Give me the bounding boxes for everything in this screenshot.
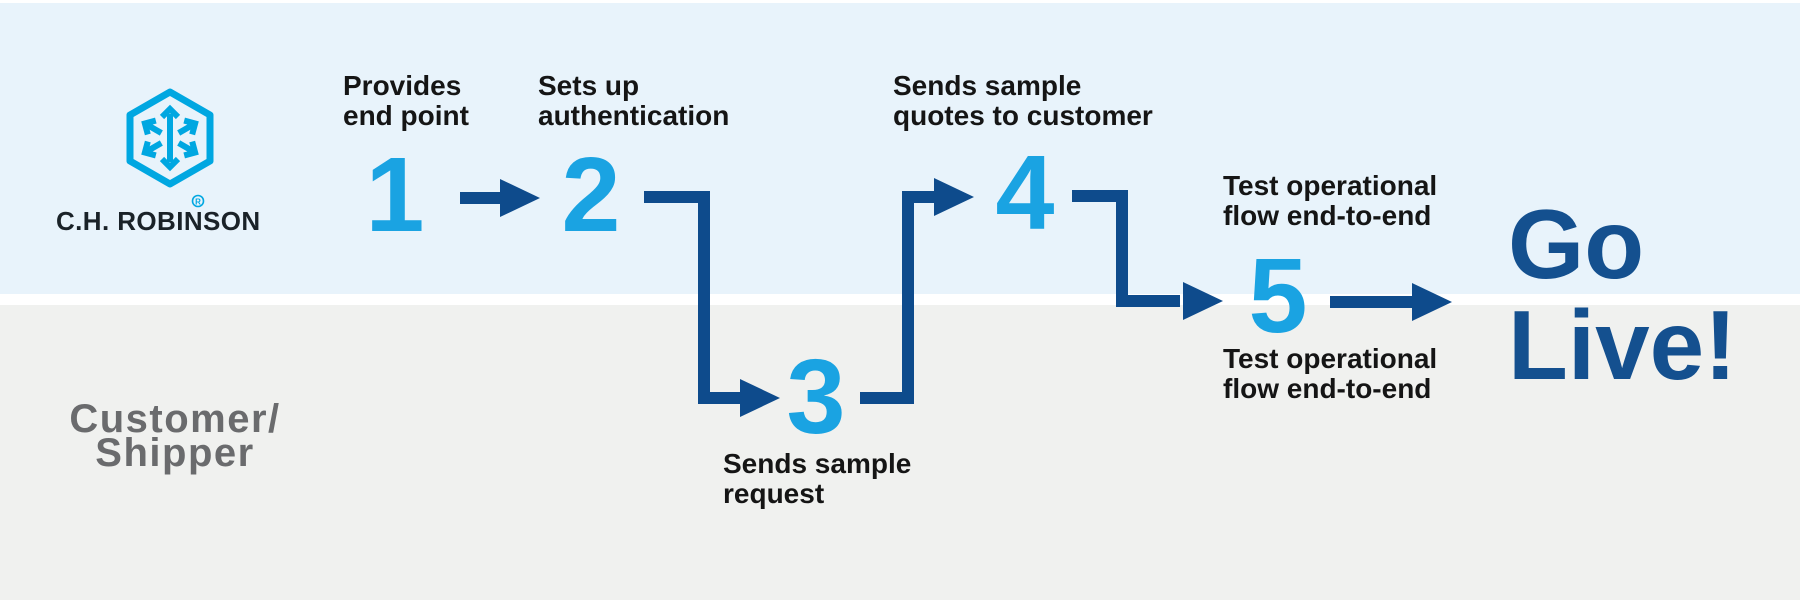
ch-robinson-logo-icon: R <box>126 88 214 208</box>
lane-ch-robinson <box>0 3 1800 294</box>
registered-trademark: R <box>195 198 201 207</box>
step-5-label-above: Test operational flow end-to-end <box>1223 170 1438 231</box>
step-4-number: 4 <box>995 134 1055 252</box>
arrowhead <box>500 179 540 217</box>
go-live-text: Go Live! <box>1508 189 1737 400</box>
arrowhead <box>1412 283 1452 321</box>
arrowhead <box>1183 282 1223 320</box>
step-4-label: Sends sample quotes to customer <box>893 70 1153 131</box>
connector-step5-golive <box>1330 283 1452 321</box>
step-3-number: 3 <box>786 338 846 456</box>
connector-step3-step4 <box>860 178 974 404</box>
lane-customer-shipper <box>0 305 1800 600</box>
arrowhead <box>934 178 974 216</box>
connector-step1-step2 <box>460 179 540 217</box>
step-1-label: Provides end point <box>343 70 469 131</box>
connector-step2-step3 <box>644 191 780 417</box>
step-5-label-below: Test operational flow end-to-end <box>1223 343 1438 404</box>
customer-shipper-label: Customer/ Shipper <box>69 397 281 475</box>
step-5-number: 5 <box>1248 237 1308 355</box>
step-2-number: 2 <box>561 136 621 254</box>
connector-step4-step5 <box>1072 190 1223 320</box>
step-3-label: Sends sample request <box>723 448 912 509</box>
step-2-label: Sets up authentication <box>538 70 730 131</box>
ch-robinson-wordmark: C.H. ROBINSON <box>56 206 261 236</box>
step-1-number: 1 <box>365 136 425 254</box>
arrowhead <box>740 379 780 417</box>
